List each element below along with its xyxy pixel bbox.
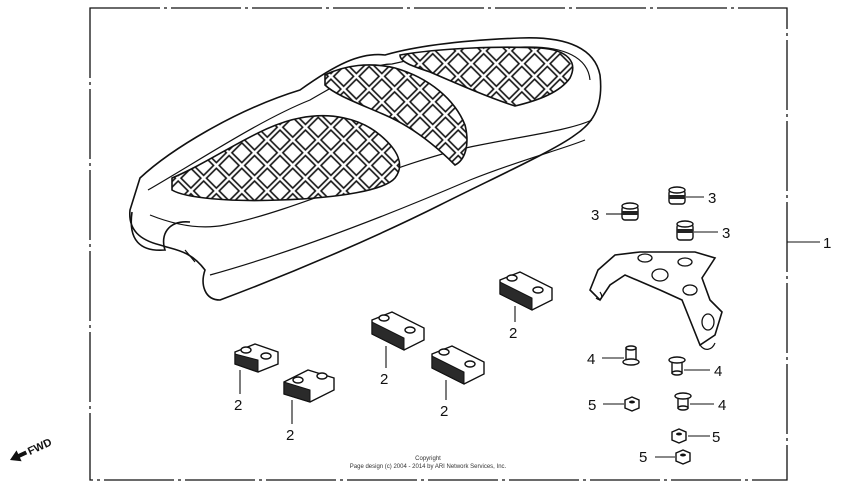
collar-a [622, 345, 640, 366]
cushion-d [234, 343, 279, 373]
cushion-c [431, 345, 485, 385]
copyright-label: Copyright [415, 456, 441, 462]
callout-3-top: 3 [708, 190, 716, 207]
rubber-b [668, 186, 686, 205]
callout-3-left: 3 [591, 207, 599, 224]
leader-lines [239, 196, 820, 458]
diagram-frame [89, 7, 788, 481]
rubber-parts [621, 186, 694, 241]
nut-parts [624, 396, 691, 465]
callout-labels: 1 3 3 3 4 4 4 5 5 5 2 2 2 2 2 [234, 190, 831, 466]
callout-5-bottom: 5 [639, 449, 647, 466]
rider-mesh-panel [171, 115, 401, 202]
forward-label: FWD [26, 436, 54, 457]
callout-2-a: 2 [509, 325, 517, 342]
forward-arrow-icon [10, 450, 28, 462]
collar-c [674, 392, 692, 411]
collar-parts [622, 345, 692, 411]
copyright-credit: Page design (c) 2004 - 2014 by ARI Netwo… [350, 464, 507, 470]
cushion-b [371, 311, 425, 351]
cushion-e [283, 369, 335, 403]
callout-4-right-bottom: 4 [718, 397, 726, 414]
callout-1: 1 [823, 235, 831, 252]
collar-b [668, 356, 686, 376]
callout-5-right: 5 [712, 429, 720, 446]
middle-mesh-panel [324, 64, 468, 166]
callout-4-right-top: 4 [714, 363, 722, 380]
rubber-a [621, 202, 639, 221]
nut-b [671, 428, 687, 444]
cushion-a [499, 271, 553, 311]
callout-4-left: 4 [587, 351, 595, 368]
callout-5-left: 5 [588, 397, 596, 414]
seat-illustration [129, 37, 602, 301]
nut-c [675, 449, 691, 465]
nut-a [624, 396, 640, 412]
passenger-mesh-panel [399, 46, 574, 107]
rubber-c [676, 220, 694, 241]
seat-bracket [589, 251, 723, 350]
callout-2-c: 2 [440, 403, 448, 420]
callout-2-e: 2 [286, 427, 294, 444]
cushion-parts [234, 271, 553, 403]
forward-indicator: FWD [10, 436, 54, 462]
callout-3-right: 3 [722, 225, 730, 242]
callout-2-b: 2 [380, 371, 388, 388]
callout-2-d: 2 [234, 397, 242, 414]
